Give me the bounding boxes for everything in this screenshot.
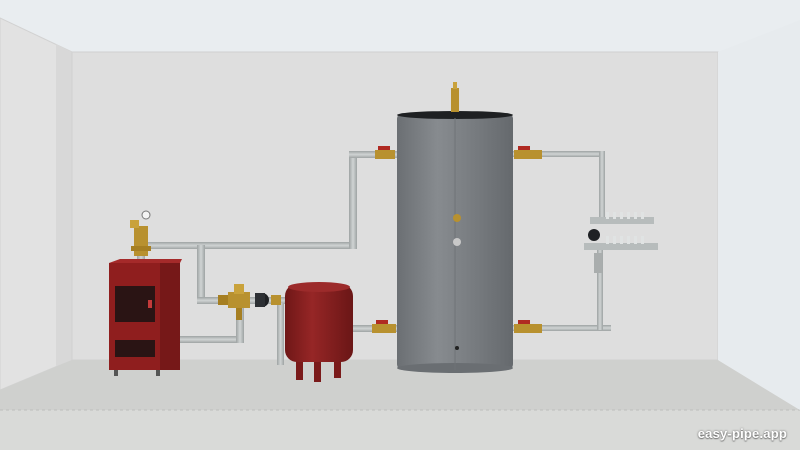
- mixing-valve-cap: [236, 308, 242, 320]
- manifold-outlets-top: [606, 212, 644, 219]
- valve-handle: [376, 320, 388, 324]
- manifold-return-bar: [584, 243, 658, 250]
- vessel-top: [288, 282, 350, 292]
- valve-tank-top-right[interactable]: [514, 146, 542, 159]
- tank-sensor-upper: [453, 214, 461, 222]
- watermark: easy-pipe.app: [697, 426, 787, 441]
- mixing-valve-stem: [234, 284, 244, 294]
- buffer-tank[interactable]: [397, 111, 513, 373]
- automatic-air-vent[interactable]: [451, 82, 459, 112]
- valve-tank-top-left[interactable]: [375, 146, 395, 159]
- pipe-supply-top: [349, 151, 397, 158]
- vessel-leg-left: [296, 356, 303, 380]
- vessel-leg-mid: [314, 356, 321, 382]
- tank-valves: [372, 146, 542, 333]
- valve-tank-bottom-right[interactable]: [514, 320, 542, 333]
- thermostatic-mixing-valve[interactable]: [218, 284, 250, 320]
- tank-top-rim: [397, 111, 513, 119]
- pipe-manifold-supply-down: [599, 151, 605, 219]
- room: [0, 17, 800, 450]
- mixing-valve-fitting-left: [218, 295, 228, 305]
- vessel-leg-right: [334, 356, 341, 378]
- boiler-safety-group[interactable]: [130, 210, 151, 256]
- pipe-supply-riser: [349, 152, 357, 249]
- tank-sensor-lower: [453, 238, 461, 246]
- valve-body: [514, 150, 542, 159]
- boiler-top: [109, 259, 182, 263]
- mixing-valve-body: [228, 292, 250, 308]
- tank-drain: [455, 346, 459, 350]
- pump-fitting: [271, 295, 281, 305]
- expansion-vessel[interactable]: [285, 282, 353, 382]
- pipe-bypass-vertical: [197, 245, 205, 301]
- valve-tank-bottom-left[interactable]: [372, 320, 396, 333]
- safety-group-body: [134, 226, 148, 256]
- solid-fuel-boiler[interactable]: [109, 259, 182, 376]
- safety-group-nut: [131, 246, 151, 251]
- left-wall-edge: [56, 44, 72, 366]
- boiler-foot-left: [114, 370, 118, 376]
- floor-heating-manifold[interactable]: [584, 212, 658, 273]
- valve-body: [514, 324, 542, 333]
- pipe-manifold-return-up: [597, 244, 603, 330]
- valve-body: [375, 150, 395, 159]
- manifold-supply-bar: [590, 217, 654, 224]
- manifold-bracket: [594, 253, 602, 273]
- pipe-vessel-drop: [277, 303, 284, 365]
- manifold-gauge-icon: [588, 229, 600, 241]
- boiler-door-handle[interactable]: [148, 300, 152, 308]
- valve-handle: [518, 320, 530, 324]
- valve-body: [372, 324, 396, 333]
- floor-front: [0, 410, 800, 450]
- valve-handle: [378, 146, 390, 150]
- pipe-manifold-supply: [513, 151, 605, 157]
- pipe-supply-horizontal: [141, 242, 357, 249]
- air-vent-cap: [453, 82, 457, 89]
- valve-handle: [518, 146, 530, 150]
- vessel-body: [285, 284, 353, 362]
- safety-group-top: [130, 220, 139, 228]
- pressure-gauge-icon: [141, 210, 151, 220]
- manifold-outlets-bottom: [606, 236, 644, 244]
- circulation-pump[interactable]: [255, 293, 281, 307]
- pipe-return-boiler: [180, 336, 244, 343]
- boiler-side: [160, 263, 180, 370]
- air-vent-body: [451, 88, 459, 112]
- pipe-manifold-return: [513, 325, 611, 331]
- pump-housing: [255, 293, 265, 307]
- boiler-foot-right: [156, 370, 160, 376]
- boiler-lower-door[interactable]: [115, 340, 155, 357]
- pipe-return-vertical: [236, 303, 244, 343]
- right-wall-edge: [718, 20, 800, 410]
